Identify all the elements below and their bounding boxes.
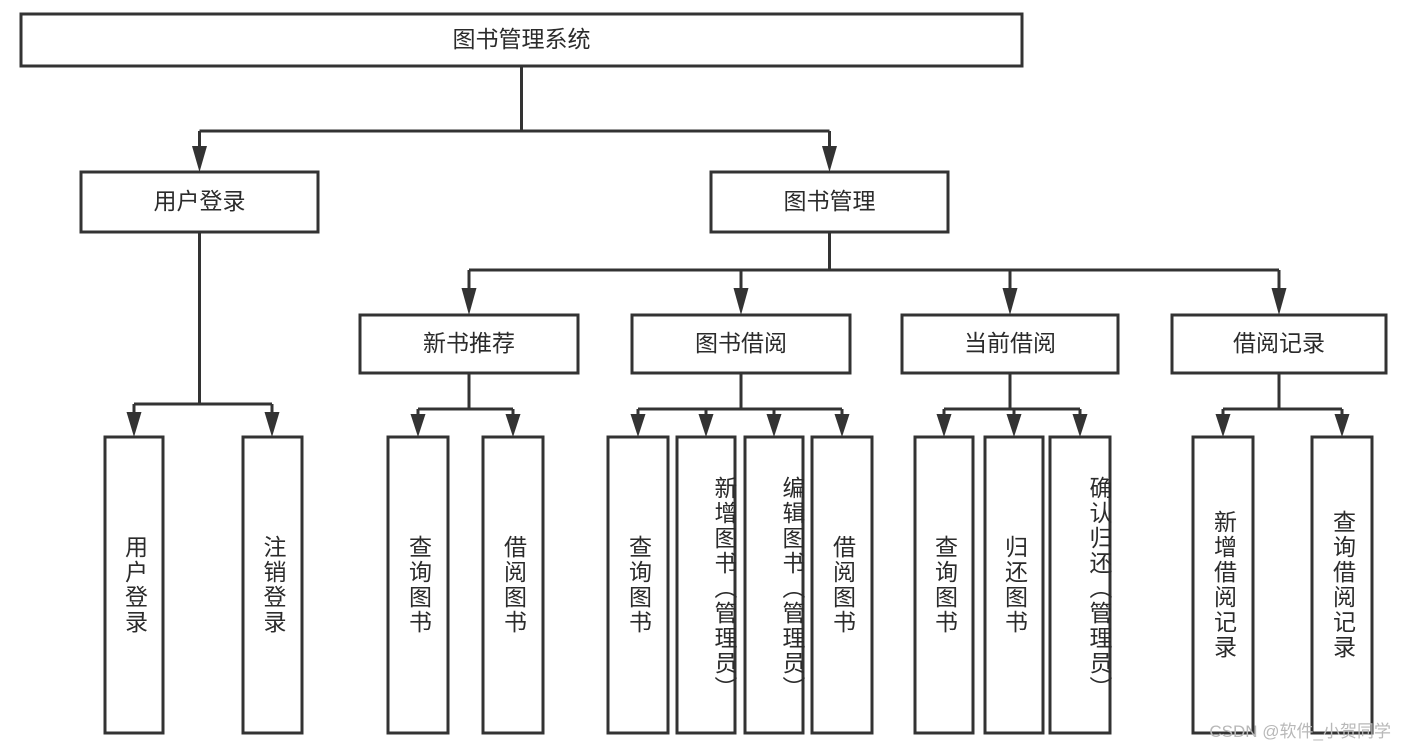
node-root[interactable]: 图书管理系统 xyxy=(19,12,1024,68)
leaf-box-query-books-rec[interactable] xyxy=(386,435,450,735)
node-borrow-record[interactable]: 借阅记录 xyxy=(1170,313,1388,375)
connector-group-current-borrow xyxy=(936,373,1088,437)
connector-group-book-management xyxy=(461,232,1287,315)
connector-group-root xyxy=(192,66,837,172)
node-current-borrow-box[interactable] xyxy=(900,313,1120,375)
arrow-head-leaf-user-login xyxy=(126,412,142,437)
arrow-head-leaf-query-books-rec xyxy=(410,414,426,437)
watermark-text: CSDN @软件_小贺同学 xyxy=(1209,722,1391,741)
leaf-box-query-books-borrow[interactable] xyxy=(606,435,670,735)
arrow-head-leaf-query-borrow-record xyxy=(1334,414,1350,437)
node-borrow-record-label: 借阅记录 xyxy=(1233,330,1325,356)
leaf-box-add-book-admin[interactable] xyxy=(675,435,737,735)
node-user-login-box[interactable] xyxy=(79,170,320,234)
node-current-borrow[interactable]: 当前借阅 xyxy=(900,313,1120,375)
connector-group-user-login xyxy=(126,232,280,437)
arrow-head-leaf-add-borrow-record xyxy=(1215,414,1231,437)
node-root-label: 图书管理系统 xyxy=(453,26,591,52)
node-borrow-record-box[interactable] xyxy=(1170,313,1388,375)
arrow-head-leaf-edit-book-admin xyxy=(766,414,782,437)
arrow-head-book-borrow xyxy=(733,288,749,315)
arrow-head-borrow-record xyxy=(1271,288,1287,315)
node-book-borrow-box[interactable] xyxy=(630,313,852,375)
arrow-head-current-borrow xyxy=(1002,288,1018,315)
arrow-head-user-login xyxy=(192,146,207,172)
leaf-box-user-login[interactable] xyxy=(103,435,165,735)
leaf-box-edit-book-admin[interactable] xyxy=(743,435,805,735)
leaf-box-return-book[interactable] xyxy=(983,435,1045,735)
arrow-head-leaf-add-book-admin xyxy=(698,414,714,437)
arrow-head-leaf-logout-login xyxy=(264,412,280,437)
node-root-box[interactable] xyxy=(19,12,1024,68)
arrow-head-leaf-borrow-book xyxy=(834,414,850,437)
node-new-book-recommend-label: 新书推荐 xyxy=(423,330,515,356)
leaf-boxes xyxy=(103,435,1374,735)
arrow-head-leaf-query-books-borrow xyxy=(630,414,646,437)
node-book-management[interactable]: 图书管理 xyxy=(709,170,950,234)
arrow-head-leaf-confirm-return-admin xyxy=(1072,414,1088,437)
node-book-borrow[interactable]: 图书借阅 xyxy=(630,313,852,375)
arrow-head-leaf-query-books-current xyxy=(936,414,952,437)
leaf-box-add-borrow-record[interactable] xyxy=(1191,435,1255,735)
node-current-borrow-label: 当前借阅 xyxy=(964,330,1056,356)
leaf-box-confirm-return-admin[interactable] xyxy=(1048,435,1112,735)
arrow-head-new-book-recommend xyxy=(461,288,477,315)
leaf-box-borrow-books-rec[interactable] xyxy=(481,435,545,735)
leaf-box-borrow-book[interactable] xyxy=(810,435,874,735)
arrow-head-book-management xyxy=(822,146,837,172)
leaf-box-query-borrow-record[interactable] xyxy=(1310,435,1374,735)
node-book-management-box[interactable] xyxy=(709,170,950,234)
arrow-head-leaf-borrow-books-rec xyxy=(505,414,521,437)
node-user-login-label: 用户登录 xyxy=(154,188,246,214)
connector-group-new-book-recommend xyxy=(410,373,521,437)
node-new-book-recommend[interactable]: 新书推荐 xyxy=(358,313,580,375)
node-new-book-recommend-box[interactable] xyxy=(358,313,580,375)
node-book-borrow-label: 图书借阅 xyxy=(695,330,787,356)
node-book-management-label: 图书管理 xyxy=(784,188,876,214)
leaf-box-query-books-current[interactable] xyxy=(913,435,975,735)
connector-group-borrow-record xyxy=(1215,373,1350,437)
arrow-head-leaf-return-book xyxy=(1006,414,1022,437)
leaf-box-logout-login[interactable] xyxy=(241,435,304,735)
node-user-login[interactable]: 用户登录 xyxy=(79,170,320,234)
connector-group-book-borrow xyxy=(630,373,850,437)
